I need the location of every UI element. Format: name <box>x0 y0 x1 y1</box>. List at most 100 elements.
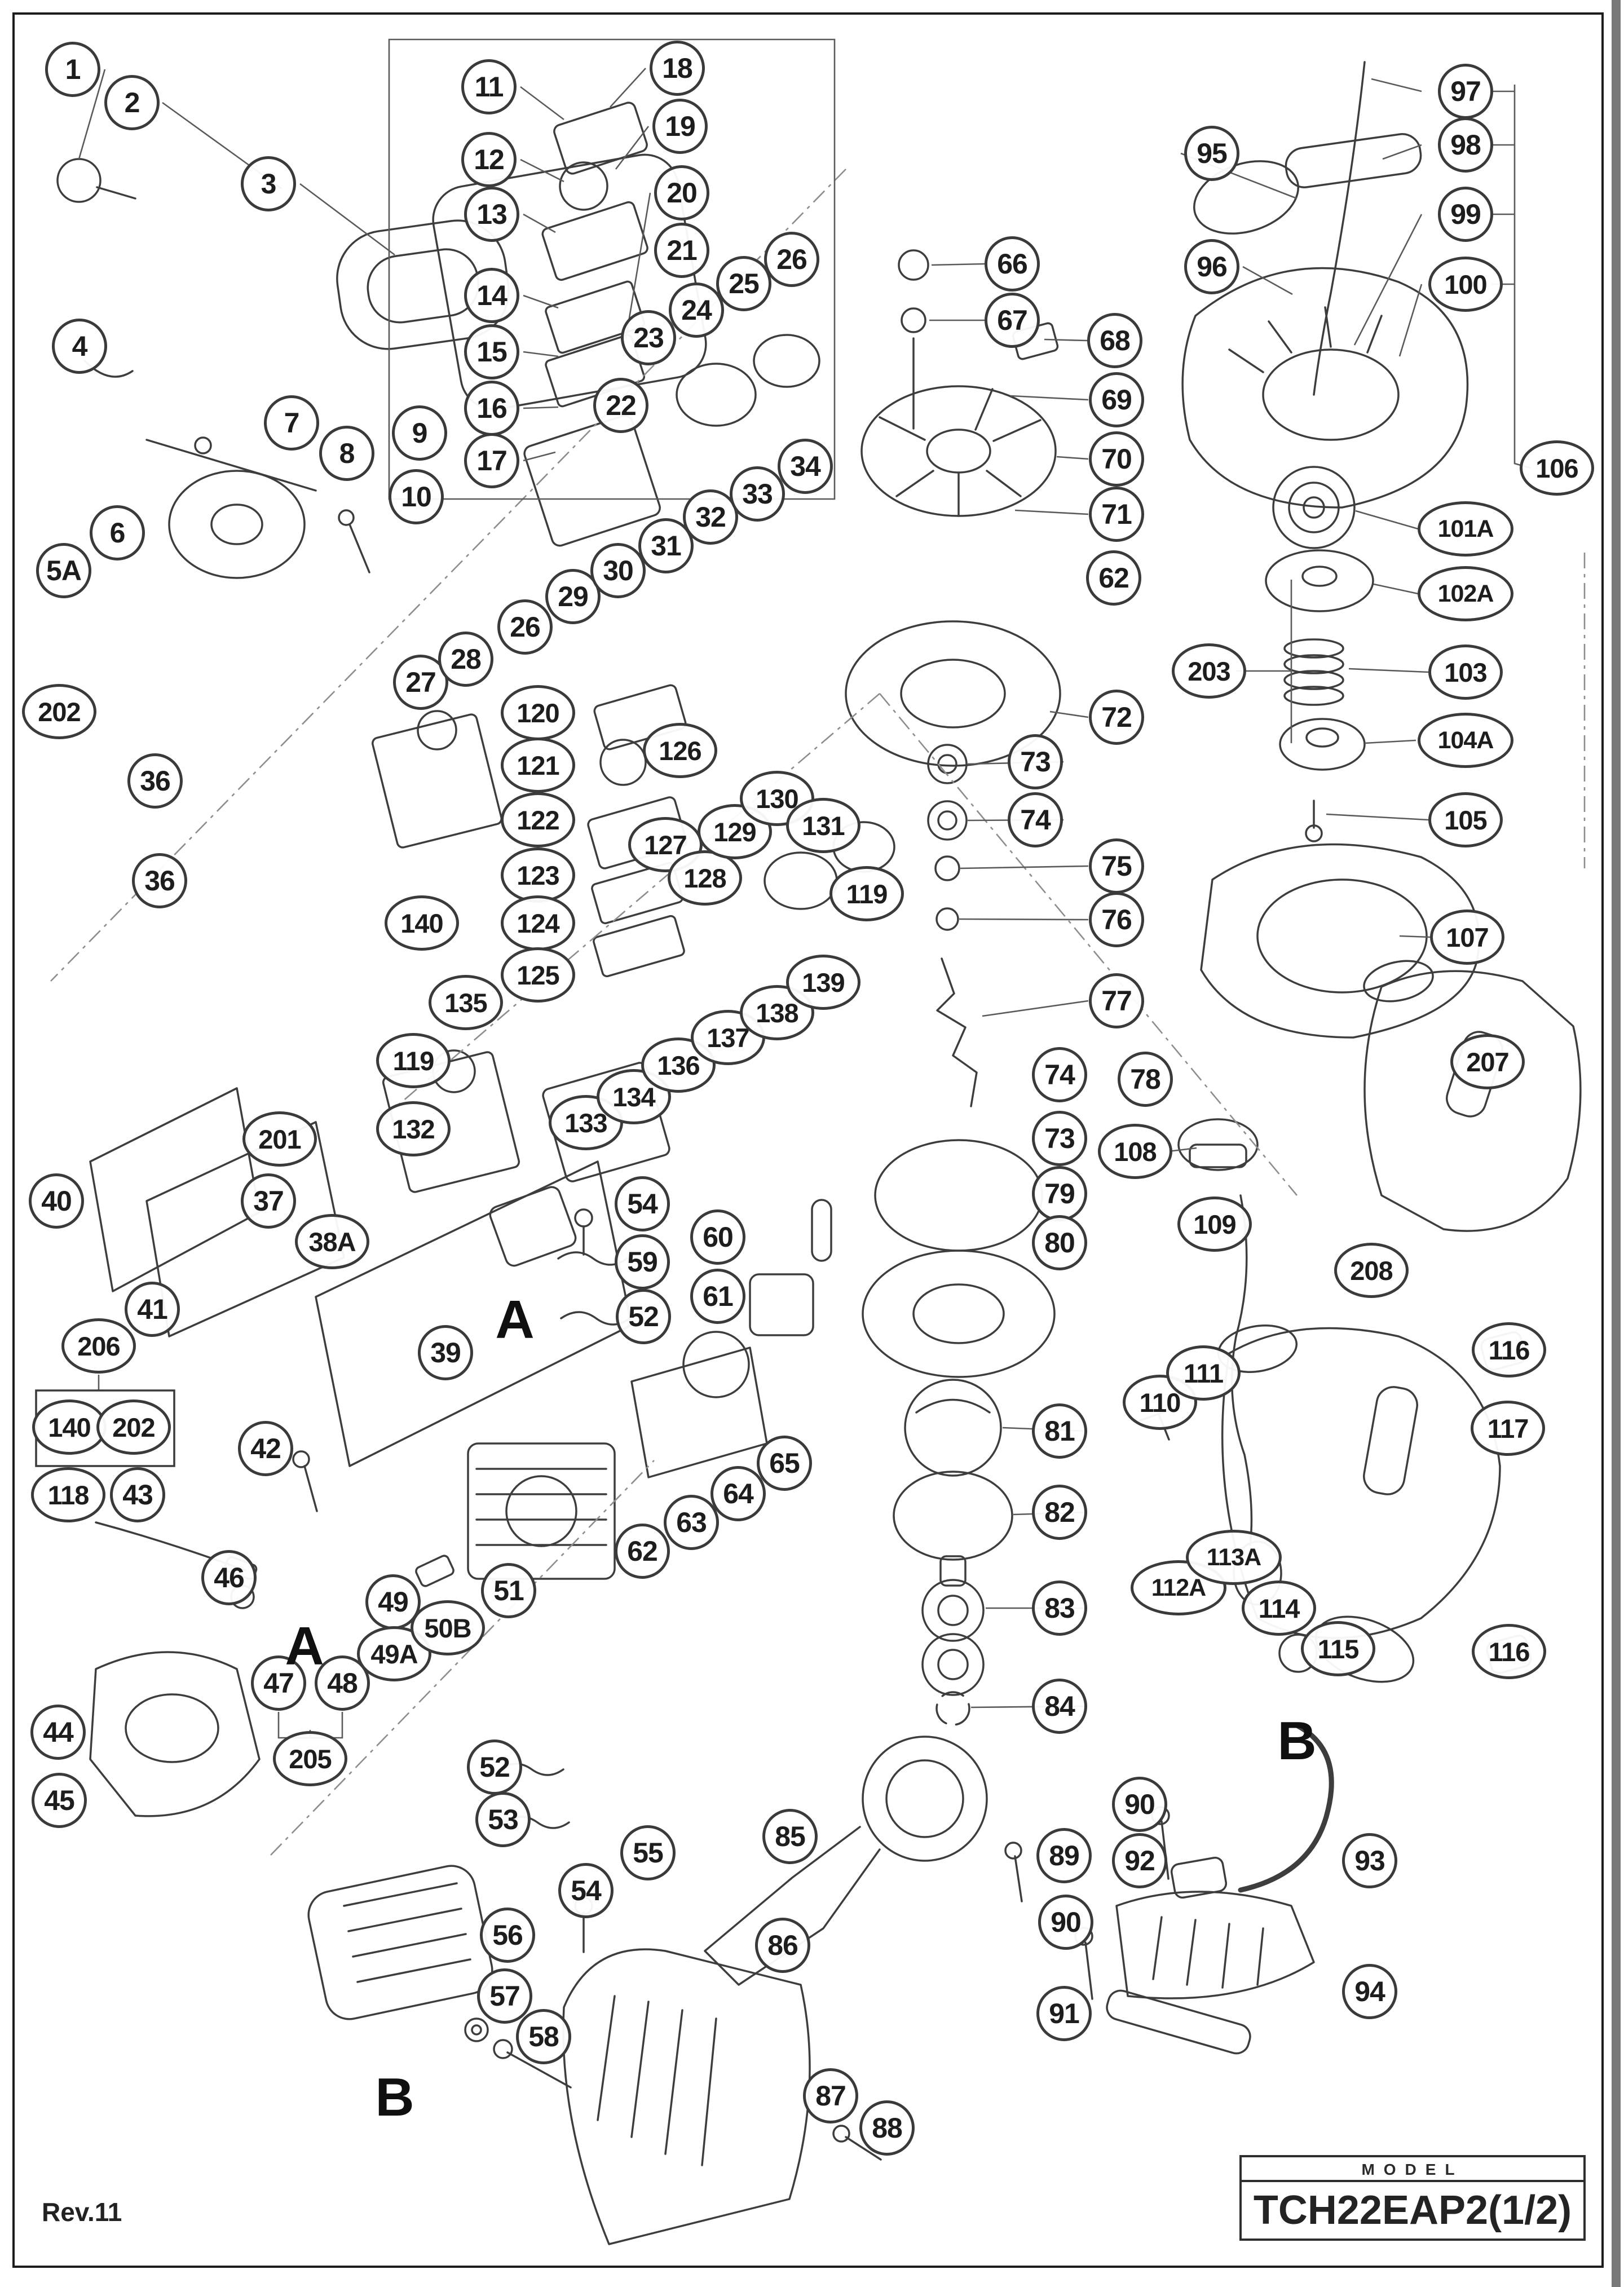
callout-13: 13 <box>464 187 519 242</box>
callout-50B: 50B <box>411 1600 485 1655</box>
callout-39: 39 <box>418 1325 473 1380</box>
callout-208: 208 <box>1334 1243 1409 1298</box>
callout-139: 139 <box>786 955 860 1010</box>
callout-82: 82 <box>1032 1485 1087 1540</box>
callout-123: 123 <box>501 847 575 903</box>
callout-59: 59 <box>615 1234 670 1290</box>
callout-58: 58 <box>516 2009 571 2064</box>
callout-93: 93 <box>1342 1833 1397 1888</box>
callout-140: 140 <box>32 1399 107 1455</box>
callout-6: 6 <box>90 505 145 560</box>
callout-51: 51 <box>481 1563 536 1618</box>
callout-97: 97 <box>1438 64 1493 119</box>
callout-36: 36 <box>127 753 183 809</box>
callout-49A: 49A <box>357 1626 431 1681</box>
callout-114: 114 <box>1242 1580 1316 1636</box>
callout-85: 85 <box>762 1809 818 1864</box>
callout-26: 26 <box>764 232 819 287</box>
callout-79: 79 <box>1032 1166 1087 1221</box>
callout-94: 94 <box>1342 1964 1397 2019</box>
callout-113A: 113A <box>1186 1530 1282 1585</box>
callout-76: 76 <box>1089 892 1144 947</box>
callout-14: 14 <box>464 268 519 323</box>
callout-7: 7 <box>264 395 319 451</box>
callout-44: 44 <box>30 1705 86 1760</box>
callout-69: 69 <box>1089 372 1144 427</box>
callout-84: 84 <box>1032 1679 1087 1734</box>
callout-25: 25 <box>716 256 771 311</box>
callout-207: 207 <box>1450 1034 1525 1089</box>
callout-95: 95 <box>1184 126 1239 181</box>
callout-118: 118 <box>31 1467 105 1522</box>
callout-12: 12 <box>461 132 517 187</box>
callout-131: 131 <box>786 798 860 853</box>
callout-96: 96 <box>1184 239 1239 294</box>
callout-17: 17 <box>464 433 519 488</box>
callout-16: 16 <box>464 381 519 436</box>
callout-2: 2 <box>104 75 160 130</box>
callout-74: 74 <box>1008 792 1063 847</box>
model-number: TCH22EAP2(1/2) <box>1253 2188 1572 2233</box>
callout-30: 30 <box>590 543 646 598</box>
callout-116: 116 <box>1472 1624 1546 1679</box>
callout-62: 62 <box>615 1524 670 1579</box>
callout-23: 23 <box>621 310 676 365</box>
callout-105: 105 <box>1428 792 1503 847</box>
callout-126: 126 <box>643 723 717 778</box>
callout-5A: 5A <box>36 543 91 598</box>
callout-89: 89 <box>1036 1828 1092 1883</box>
callout-115: 115 <box>1301 1621 1375 1676</box>
callout-98: 98 <box>1438 117 1493 173</box>
callout-32: 32 <box>683 489 738 545</box>
callout-92: 92 <box>1112 1833 1167 1888</box>
callout-11: 11 <box>461 59 517 114</box>
callout-91: 91 <box>1036 1986 1092 2041</box>
callout-57: 57 <box>477 1968 532 2024</box>
callout-55: 55 <box>620 1825 676 1880</box>
callout-73: 73 <box>1032 1111 1087 1166</box>
callout-125: 125 <box>501 947 575 1003</box>
callout-70: 70 <box>1089 431 1144 487</box>
callout-22: 22 <box>593 378 648 433</box>
callout-119: 119 <box>829 866 904 921</box>
callout-64: 64 <box>710 1466 766 1521</box>
callout-28: 28 <box>438 632 493 687</box>
callout-81: 81 <box>1032 1403 1087 1459</box>
callout-46: 46 <box>201 1550 257 1605</box>
callout-36: 36 <box>132 853 187 908</box>
callout-9: 9 <box>392 405 447 461</box>
callout-78: 78 <box>1118 1052 1173 1107</box>
callout-138: 138 <box>740 985 814 1040</box>
callout-206: 206 <box>61 1318 136 1374</box>
callout-48: 48 <box>315 1655 370 1711</box>
callout-68: 68 <box>1087 313 1142 368</box>
callout-10: 10 <box>389 469 444 524</box>
callout-41: 41 <box>125 1282 180 1337</box>
callout-137: 137 <box>691 1010 765 1065</box>
callout-53: 53 <box>475 1792 531 1847</box>
callout-73: 73 <box>1008 734 1063 789</box>
callout-202: 202 <box>96 1399 171 1455</box>
callout-121: 121 <box>501 738 575 793</box>
callout-202: 202 <box>22 684 96 739</box>
callout-26: 26 <box>497 599 553 655</box>
callout-38A: 38A <box>295 1214 369 1269</box>
callout-90: 90 <box>1038 1895 1093 1950</box>
callout-117: 117 <box>1471 1401 1545 1456</box>
callout-77: 77 <box>1089 973 1144 1028</box>
callout-111: 111 <box>1166 1345 1241 1401</box>
section-letter-A: A <box>495 1290 535 1350</box>
callout-83: 83 <box>1032 1580 1087 1636</box>
callout-15: 15 <box>464 324 519 379</box>
callout-42: 42 <box>238 1421 293 1476</box>
callout-205: 205 <box>273 1731 347 1786</box>
callout-31: 31 <box>638 518 694 573</box>
callout-21: 21 <box>654 223 709 278</box>
callout-47: 47 <box>251 1655 306 1711</box>
callout-104A: 104A <box>1418 713 1513 768</box>
callout-66: 66 <box>985 236 1040 292</box>
callout-37: 37 <box>241 1173 296 1229</box>
revision-label: Rev.11 <box>42 2197 122 2227</box>
callout-120: 120 <box>501 685 575 740</box>
